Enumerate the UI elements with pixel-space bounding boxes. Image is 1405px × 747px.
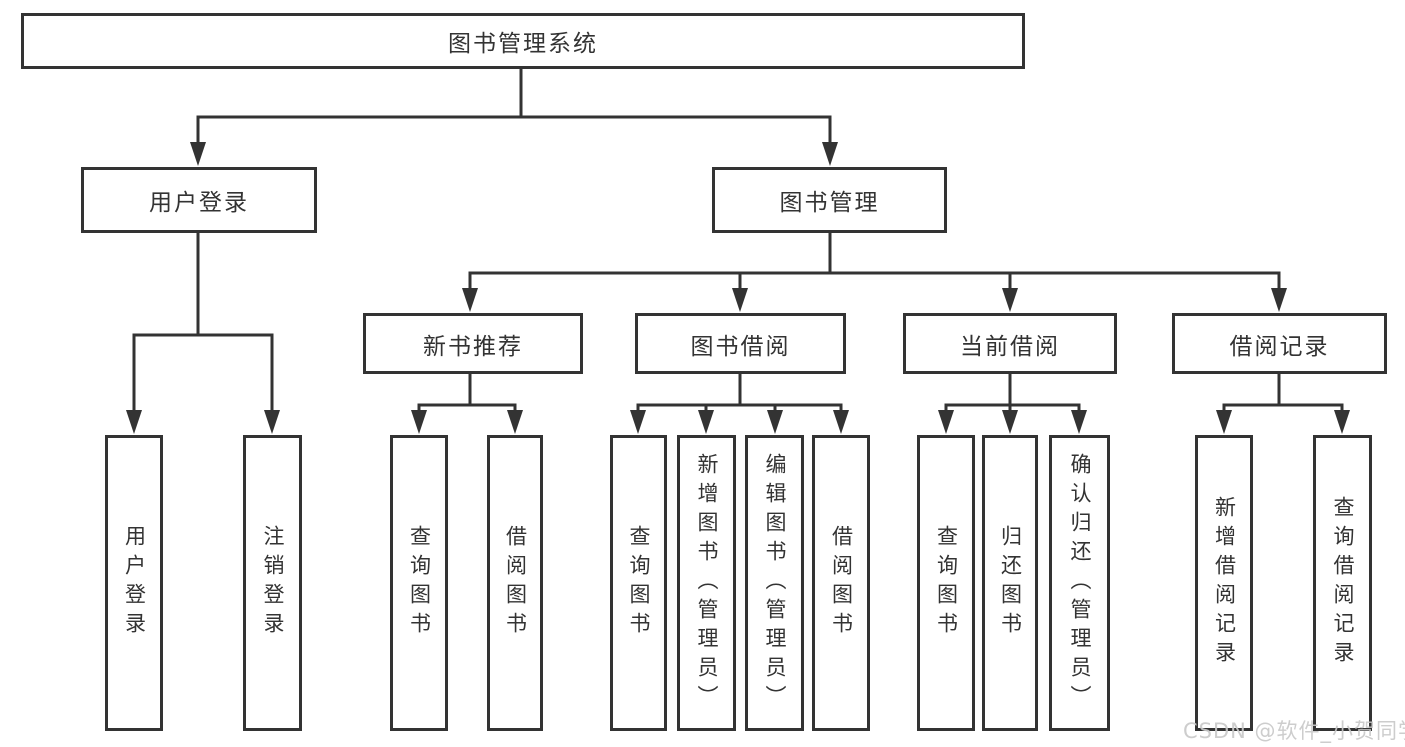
leaf-add-book-admin: 新增图书（管理员） — [677, 435, 736, 731]
csdn-watermark: CSDN @软件_小贺同学 — [1183, 719, 1405, 743]
leaf-confirm-return-admin-label: 确认归还（管理员） — [1068, 452, 1093, 714]
node-borrow-records: 借阅记录 — [1172, 313, 1387, 374]
node-book-management-label: 图书管理 — [779, 190, 880, 216]
node-library-system: 图书管理系统 — [21, 13, 1025, 69]
node-book-management: 图书管理 — [712, 167, 947, 233]
node-user-login: 用户登录 — [81, 167, 317, 233]
leaf-add-book-admin-label: 新增图书（管理员） — [695, 452, 720, 714]
node-borrow-records-label: 借阅记录 — [1229, 333, 1330, 360]
leaf-borrow-borrow-books-label: 借阅图书 — [829, 525, 854, 641]
leaf-recommend-borrow-books-label: 借阅图书 — [503, 525, 528, 641]
leaf-user-login: 用户登录 — [105, 435, 163, 731]
leaf-add-borrow-record-label: 新增借阅记录 — [1212, 496, 1237, 670]
leaf-add-borrow-record: 新增借阅记录 — [1195, 435, 1253, 731]
node-library-system-label: 图书管理系统 — [448, 31, 598, 57]
leaf-edit-book-admin-label: 编辑图书（管理员） — [763, 452, 788, 714]
node-book-borrow: 图书借阅 — [635, 313, 846, 374]
node-new-book-recommend-label: 新书推荐 — [423, 333, 523, 360]
leaf-borrow-query-books: 查询图书 — [610, 435, 667, 731]
leaf-confirm-return-admin: 确认归还（管理员） — [1049, 435, 1110, 731]
leaf-recommend-borrow-books: 借阅图书 — [487, 435, 543, 731]
leaf-return-books-label: 归还图书 — [998, 525, 1023, 641]
node-current-borrow-label: 当前借阅 — [960, 333, 1060, 360]
leaf-borrow-query-books-label: 查询图书 — [627, 525, 652, 641]
node-user-login-label: 用户登录 — [149, 190, 249, 216]
leaf-current-query-books-label: 查询图书 — [934, 525, 959, 641]
leaf-recommend-query-books-label: 查询图书 — [407, 525, 432, 641]
leaf-query-borrow-record: 查询借阅记录 — [1313, 435, 1372, 731]
leaf-query-borrow-record-label: 查询借阅记录 — [1331, 496, 1356, 670]
leaf-current-query-books: 查询图书 — [917, 435, 975, 731]
leaf-logout-label: 注销登录 — [261, 525, 286, 641]
leaf-return-books: 归还图书 — [982, 435, 1038, 731]
leaf-user-login-label: 用户登录 — [122, 525, 147, 641]
leaf-edit-book-admin: 编辑图书（管理员） — [745, 435, 804, 731]
node-book-borrow-label: 图书借阅 — [690, 333, 791, 360]
leaf-recommend-query-books: 查询图书 — [390, 435, 448, 731]
leaf-logout: 注销登录 — [243, 435, 302, 731]
arrowheads — [126, 142, 1350, 434]
node-new-book-recommend: 新书推荐 — [363, 313, 583, 374]
node-current-borrow: 当前借阅 — [903, 313, 1117, 374]
leaf-borrow-borrow-books: 借阅图书 — [812, 435, 870, 731]
